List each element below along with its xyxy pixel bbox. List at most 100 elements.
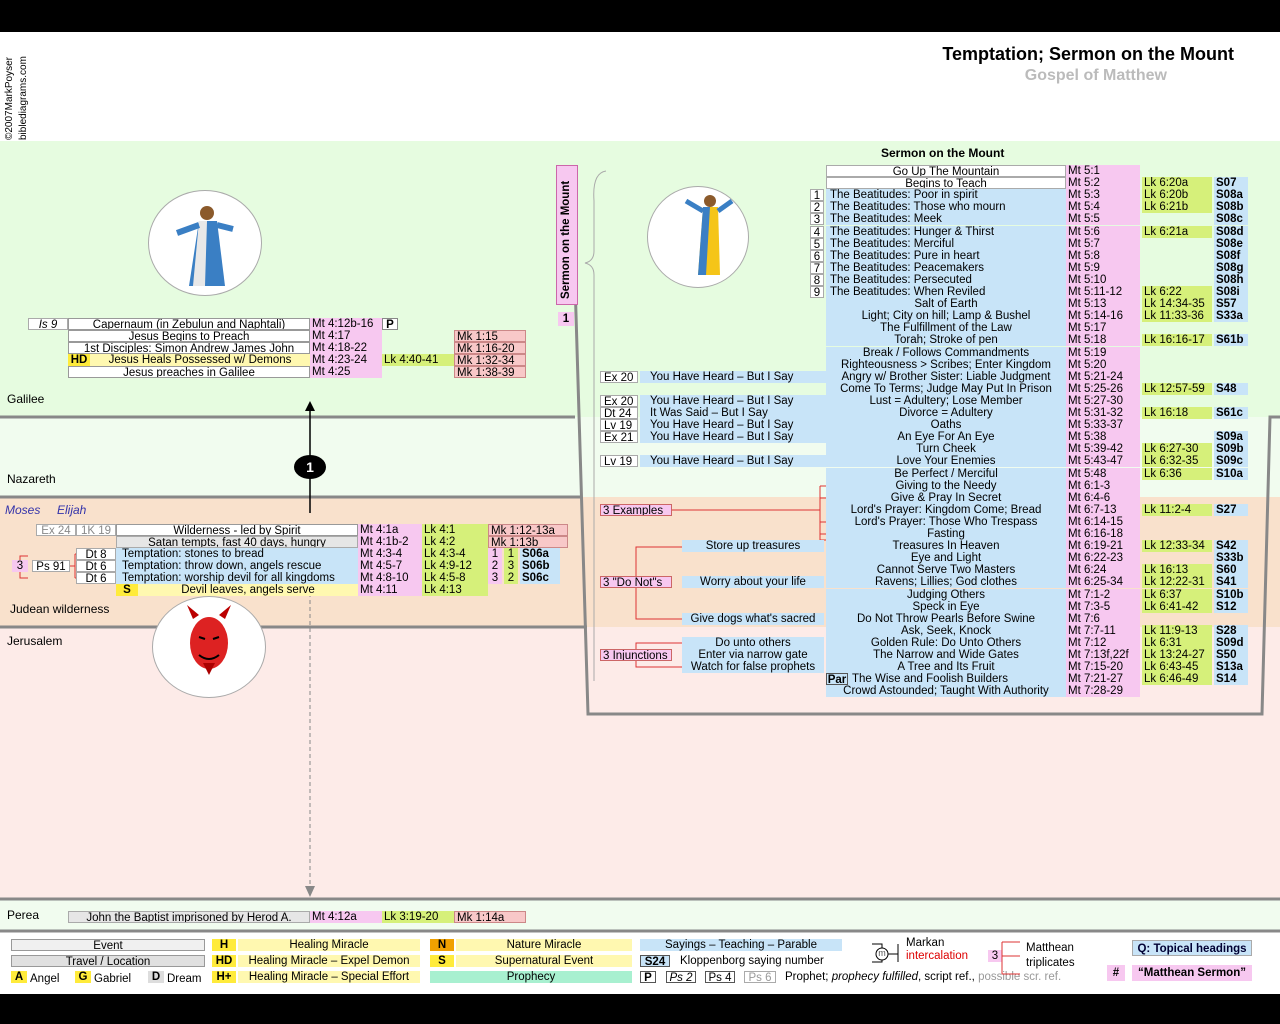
sermon-event: The Beatitudes: Hunger & Thirst (826, 226, 1066, 238)
sermon-event: The Beatitudes: Poor in spirit (826, 189, 1066, 201)
saying-label: Enter via narrow gate (682, 649, 824, 661)
dt-ref: Dt 6 (76, 560, 116, 572)
sermon-event: The Beatitudes: Merciful (826, 238, 1066, 250)
legend-nature: Nature Miracle (456, 939, 632, 951)
perea-mk-ref: Mk 1:14a (454, 911, 526, 923)
wilderness-mt-ref: Mt 4:1b-2 (358, 536, 422, 548)
sermon-saying-number: S10a (1214, 468, 1248, 480)
sermon-saying-number: S33a (1214, 310, 1248, 322)
sermon-event: The Wise and Foolish Builders (848, 673, 1066, 685)
sermon-saying-number: S14 (1214, 673, 1248, 685)
sermon-lk-ref: Lk 13:24-27 (1142, 649, 1212, 661)
sermon-lk-ref: Lk 12:57-59 (1142, 383, 1212, 395)
ot-ref: Dt 24 (600, 407, 638, 419)
sermon-lk-ref: Lk 14:34-35 (1142, 298, 1212, 310)
sermon-mt-ref: Mt 7:12 (1066, 637, 1140, 649)
legend-prophet-text: Prophet; prophecy fulfilled, script ref.… (785, 971, 1061, 983)
legend-hplus-key: H+ (212, 971, 236, 983)
order-mt: 3 (488, 572, 502, 584)
sermon-event: The Beatitudes: Pure in heart (826, 250, 1066, 262)
legend-prophet: Prophet; (785, 971, 829, 983)
sermon-event: Come To Terms; Judge May Put In Prison (826, 383, 1066, 395)
sermon-mt-ref: Mt 5:31-32 (1066, 407, 1140, 419)
sermon-mt-ref: Mt 6:24 (1066, 564, 1140, 576)
sermon-lk-ref: Lk 6:36 (1142, 468, 1212, 480)
legend-script-ref: , script ref., (918, 971, 975, 983)
sermon-event: The Fulfillment of the Law (826, 322, 1066, 334)
antithesis-label: You Have Heard – But I Say (640, 431, 826, 443)
perea-mt-ref: Mt 4:12a (310, 911, 382, 923)
sermon-lk-ref: Lk 16:18 (1142, 407, 1212, 419)
sermon-saying-number: S09b (1214, 443, 1248, 455)
triplicate-bracket-icon (1001, 941, 1020, 975)
wilderness-mk-ref: Mk 1:13b (488, 536, 568, 548)
page-title: Temptation; Sermon on the Mount (942, 44, 1234, 64)
order-lk: 3 (504, 560, 518, 572)
sermon-mt-ref: Mt 5:8 (1066, 250, 1140, 262)
sermon-saying-number: S48 (1214, 383, 1248, 395)
wilderness-mt-ref: Mt 4:1a (358, 524, 422, 536)
ot-ref: Ex 21 (600, 431, 638, 443)
sermon-saying-number: S60 (1214, 564, 1248, 576)
legend-prophecy-fulfilled: prophecy fulfilled (831, 971, 918, 983)
legend-healing-special: Healing Miracle – Special Effort (238, 971, 420, 983)
legend-travel: Travel / Location (11, 955, 205, 967)
sermon-saying-number: S08f (1214, 250, 1248, 262)
sermon-mt-ref: Mt 7:15-20 (1066, 661, 1140, 673)
sermon-saying-number: S08e (1214, 238, 1248, 250)
sermon-saying-number: S12 (1214, 601, 1248, 613)
region-perea: Perea (7, 908, 40, 922)
perea-lk-ref: Lk 3:19-20 (382, 911, 454, 923)
sermon-mt-ref: Mt 6:25-34 (1066, 576, 1140, 588)
sermon-lk-ref: Lk 12:22-31 (1142, 576, 1212, 588)
sermon-mt-ref: Mt 7:7-11 (1066, 625, 1140, 637)
sermon-mt-ref: Mt 5:25-26 (1066, 383, 1140, 395)
sermon-lk-ref: Lk 11:33-36 (1142, 310, 1212, 322)
sermon-mt-ref: Mt 5:48 (1066, 468, 1140, 480)
sermon-event: Ravens; Lillies; God clothes (826, 576, 1066, 588)
sermon-saying-number: S10b (1214, 589, 1248, 601)
legend-s24-key: S24 (640, 955, 670, 967)
legend-kloppenborg: Kloppenborg saying number (680, 955, 824, 967)
wilderness-lk-ref: Lk 4:13 (422, 584, 488, 596)
wilderness-mt-ref: Mt 4:11 (358, 584, 422, 596)
wilderness-lk-ref: Lk 4:1 (422, 524, 488, 536)
sermon-event: An Eye For An Eye (826, 431, 1066, 443)
galilee-event: Jesus preaches in Galilee (68, 366, 310, 378)
sermon-mt-ref: Mt 5:7 (1066, 238, 1140, 250)
sermon-lk-ref: Lk 6:43-45 (1142, 661, 1212, 673)
sermon-event: Begins to Teach (826, 177, 1066, 189)
legend-dream: Dream (167, 973, 202, 985)
sermon-mt-ref: Mt 7:13f,22f (1066, 649, 1140, 661)
region-lines (0, 170, 1280, 933)
legend-p-key: P (640, 971, 656, 983)
sermon-lk-ref: Lk 6:20a (1142, 177, 1212, 189)
legend-markan: Markan (906, 937, 945, 949)
legend-angel-key: A (11, 971, 27, 983)
sermon-mt-ref: Mt 5:9 (1066, 262, 1140, 274)
sermon-event: The Narrow and Wide Gates (826, 649, 1066, 661)
sermon-mt-ref: Mt 5:4 (1066, 201, 1140, 213)
sermon-saying-number: S08g (1214, 262, 1248, 274)
sermon-mt-ref: Mt 5:1 (1066, 165, 1140, 177)
saying-label: Give dogs what's sacred (682, 613, 824, 625)
sermon-lk-ref: Lk 11:9-13 (1142, 625, 1212, 637)
legend-triplicate-key: 3 (988, 950, 1002, 962)
sermon-saying-number: S08i (1214, 286, 1248, 298)
sermon-event: Judging Others (826, 589, 1066, 601)
region-nazareth: Nazareth (7, 472, 56, 486)
sermon-event: Lust = Adultery; Lose Member (826, 395, 1066, 407)
sermon-event: Angry w/ Brother Sister: Liable Judgment (826, 371, 1066, 383)
sermon-saying-number: S41 (1214, 576, 1248, 588)
beatitude-number: 7 (810, 262, 824, 274)
sermon-event: Do Not Throw Pearls Before Swine (826, 613, 1066, 625)
beatitude-number: 3 (810, 213, 824, 225)
sermon-event: Love Your Enemies (826, 455, 1066, 467)
sermon-lk-ref: Lk 16:13 (1142, 564, 1212, 576)
sermon-mt-ref: Mt 5:11-12 (1066, 286, 1140, 298)
legend-ps4: Ps 4 (705, 971, 735, 983)
sermon-event: Ask, Seek, Knock (826, 625, 1066, 637)
sermon-event: Go Up The Mountain (826, 165, 1066, 177)
sermon-mt-ref: Mt 5:14-16 (1066, 310, 1140, 322)
beatitude-number: 9 (810, 286, 824, 298)
